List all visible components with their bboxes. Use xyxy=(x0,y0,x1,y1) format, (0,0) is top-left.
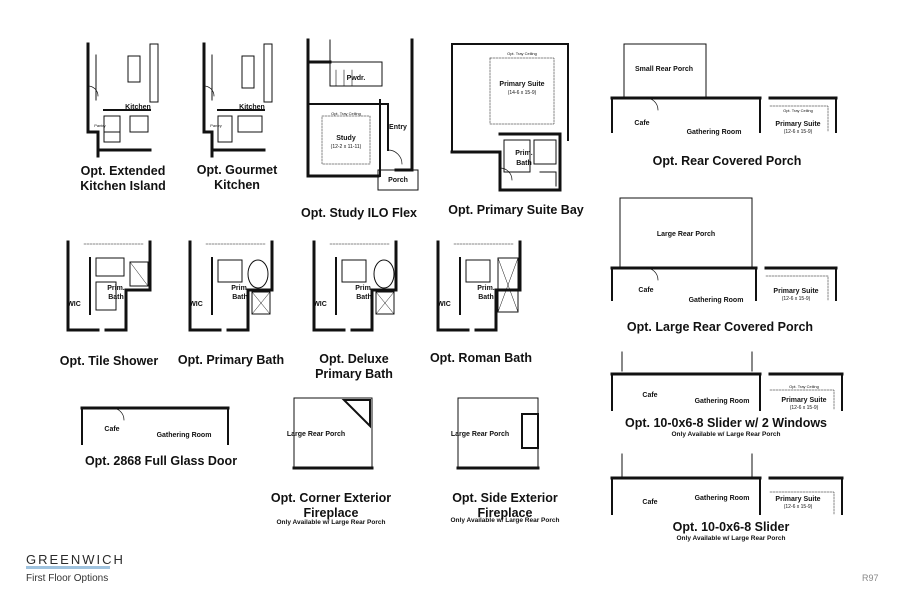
room-label: Entry xyxy=(389,124,407,131)
room-label: Kitchen xyxy=(239,104,265,111)
room-label: Bath xyxy=(516,160,532,167)
room-label: Large Rear Porch xyxy=(657,231,715,238)
note-slider-windows: Only Available w/ Large Rear Porch xyxy=(671,431,781,438)
room-label: Opt. Tray Ceiling xyxy=(789,384,819,389)
caption-tile-shower: Opt. Tile Shower xyxy=(59,354,159,368)
room-label: (14-6 x 15-9) xyxy=(508,90,537,96)
room-label: Primary Suite xyxy=(781,397,826,404)
room-label: Prim. xyxy=(477,285,495,292)
plan-code: R97 xyxy=(862,573,879,583)
room-label: Prim. xyxy=(231,285,249,292)
primary-bath-plan xyxy=(188,240,274,332)
caption-primary-bath: Opt. Primary Bath xyxy=(177,353,285,367)
room-label: WIC xyxy=(437,301,451,308)
room-label: Primary Suite xyxy=(499,81,544,88)
caption-deluxe-bath: Opt. Deluxe Primary Bath xyxy=(315,352,393,381)
room-label: Cafe xyxy=(642,392,657,399)
room-label: Gathering Room xyxy=(695,398,750,405)
room-label: Primary Suite xyxy=(773,288,818,295)
room-label: Opt. Tray Ceiling xyxy=(331,111,361,116)
room-label: Study xyxy=(336,135,356,142)
room-label: Gathering Room xyxy=(695,495,750,502)
tile-shower-plan xyxy=(66,240,152,332)
room-label: Cafe xyxy=(104,426,119,433)
caption-suite-bay: Opt. Primary Suite Bay xyxy=(448,203,584,217)
caption-slider: Opt. 10-0x6-8 Slider xyxy=(672,520,790,534)
room-label: (12-2 x 11-11) xyxy=(331,144,362,150)
room-label: Pantry xyxy=(210,123,222,128)
room-label: (12-6 x 15-9) xyxy=(782,296,811,302)
room-label: WIC xyxy=(189,301,203,308)
room-label: Bath xyxy=(356,294,372,301)
large-rear-porch-plan xyxy=(610,197,838,301)
room-label: Kitchen xyxy=(125,104,151,111)
room-label: Prim. xyxy=(355,285,373,292)
room-label: Small Rear Porch xyxy=(635,66,693,73)
room-label: Cafe xyxy=(634,120,649,127)
room-label: Prim. xyxy=(107,285,125,292)
room-label: Opt. Tray Ceiling xyxy=(783,108,813,113)
room-label: Prim. xyxy=(515,150,533,157)
slider-windows-plan xyxy=(610,351,844,411)
caption-rear-porch: Opt. Rear Covered Porch xyxy=(652,154,802,168)
caption-study-flex: Opt. Study ILO Flex xyxy=(301,206,417,220)
caption-extended-island: Opt. Extended Kitchen Island xyxy=(80,164,166,193)
brand-name: GREENWICH xyxy=(26,552,125,567)
caption-large-rear-porch: Opt. Large Rear Covered Porch xyxy=(626,320,814,334)
room-label: Primary Suite xyxy=(775,121,820,128)
room-label: Primary Suite xyxy=(775,496,820,503)
note-corner-fireplace: Only Available w/ Large Rear Porch xyxy=(276,519,386,526)
caption-corner-fireplace: Opt. Corner Exterior Fireplace xyxy=(270,491,392,520)
room-label: Large Rear Porch xyxy=(287,431,345,438)
room-label: WIC xyxy=(67,301,81,308)
sheet-subtitle: First Floor Options xyxy=(26,573,109,584)
deluxe-bath-plan xyxy=(312,240,398,332)
room-label: (12-6 x 15-9) xyxy=(790,405,819,411)
full-glass-door-plan xyxy=(80,406,230,445)
room-label: Porch xyxy=(388,177,408,184)
brand-underline xyxy=(26,566,110,569)
room-label: WIC xyxy=(313,301,327,308)
room-label: Large Rear Porch xyxy=(451,431,509,438)
room-label: Bath xyxy=(232,294,248,301)
room-label: Gathering Room xyxy=(687,129,742,136)
suite-bay-plan xyxy=(450,43,569,192)
caption-side-fireplace: Opt. Side Exterior Fireplace xyxy=(452,491,558,520)
note-side-fireplace: Only Available w/ Large Rear Porch xyxy=(450,517,560,524)
room-label: Pwdr. xyxy=(347,75,366,82)
room-label: Pantry xyxy=(94,123,106,128)
rear-porch-plan xyxy=(610,43,838,133)
gourmet-kitchen-plan xyxy=(202,42,273,158)
room-label: Gathering Room xyxy=(689,297,744,304)
room-label: Cafe xyxy=(642,499,657,506)
room-label: (12-6 x 15-9) xyxy=(784,504,813,510)
corner-fireplace-plan xyxy=(292,397,374,470)
caption-gourmet-kitchen: Opt. Gourmet Kitchen xyxy=(196,163,278,192)
room-label: Opt. Tray Ceiling xyxy=(507,51,537,56)
roman-bath-plan xyxy=(436,240,522,332)
caption-slider-windows: Opt. 10-0x6-8 Slider w/ 2 Windows xyxy=(624,416,828,430)
room-label: Bath xyxy=(478,294,494,301)
room-label: Bath xyxy=(108,294,124,301)
room-label: Cafe xyxy=(638,287,653,294)
note-slider: Only Available w/ Large Rear Porch xyxy=(676,535,786,542)
room-label: (12-6 x 15-9) xyxy=(784,129,813,135)
caption-full-glass-door: Opt. 2868 Full Glass Door xyxy=(84,454,238,468)
extended-island-plan xyxy=(86,42,159,158)
study-flex-plan xyxy=(306,38,419,191)
slider-plan xyxy=(610,453,844,515)
caption-roman-bath: Opt. Roman Bath xyxy=(429,351,533,365)
side-fireplace-plan xyxy=(456,397,540,470)
room-label: Gathering Room xyxy=(157,432,212,439)
